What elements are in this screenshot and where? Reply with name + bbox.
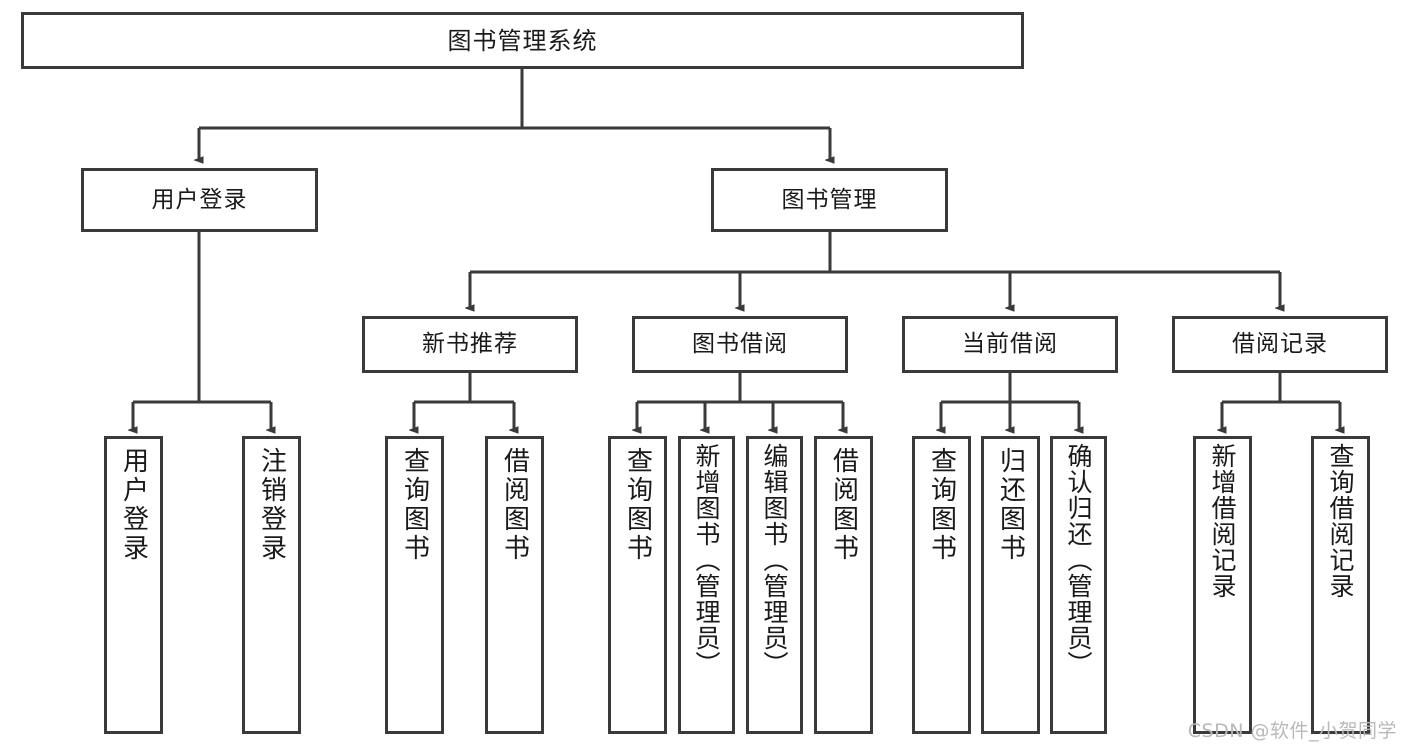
node-user-login[interactable]: 用户登录 <box>81 168 318 232</box>
leaf-query-book-recommend[interactable]: 查询图书 <box>385 436 444 734</box>
node-current-borrow[interactable]: 当前借阅 <box>902 316 1118 373</box>
node-label: 确认归还（管理员） <box>1064 443 1093 677</box>
leaf-edit-book-admin[interactable]: 编辑图书（管理员） <box>746 436 803 734</box>
node-label: 用户登录 <box>151 186 248 213</box>
leaf-return-book[interactable]: 归还图书 <box>981 436 1040 734</box>
leaf-query-book-current[interactable]: 查询图书 <box>912 436 971 734</box>
node-book-management[interactable]: 图书管理 <box>711 168 948 232</box>
node-book-borrow[interactable]: 图书借阅 <box>632 316 848 373</box>
node-label: 归还图书 <box>995 447 1026 563</box>
node-label: 图书管理系统 <box>447 26 598 55</box>
node-borrow-record[interactable]: 借阅记录 <box>1172 316 1388 373</box>
node-label: 查询图书 <box>926 447 957 563</box>
node-label: 查询图书 <box>622 447 653 563</box>
node-label: 借阅图书 <box>828 447 859 563</box>
leaf-confirm-return-admin[interactable]: 确认归还（管理员） <box>1050 436 1107 734</box>
node-root-system[interactable]: 图书管理系统 <box>21 12 1024 69</box>
node-label: 用户登录 <box>118 447 149 563</box>
leaf-add-borrow-record[interactable]: 新增借阅记录 <box>1193 436 1252 734</box>
node-label: 注销登录 <box>256 447 287 563</box>
node-label: 新书推荐 <box>422 331 518 358</box>
csdn-watermark: CSDN @软件_小贺同学 <box>1187 720 1397 742</box>
leaf-borrow-book[interactable]: 借阅图书 <box>814 436 873 734</box>
leaf-add-book-admin[interactable]: 新增图书（管理员） <box>678 436 735 734</box>
node-label: 借阅图书 <box>499 447 530 563</box>
node-label: 当前借阅 <box>962 331 1058 358</box>
node-label: 借阅记录 <box>1232 331 1328 358</box>
leaf-user-login[interactable]: 用户登录 <box>104 436 163 734</box>
node-label: 查询图书 <box>399 447 430 563</box>
node-label: 图书管理 <box>781 186 878 213</box>
node-label: 新增借阅记录 <box>1208 443 1237 599</box>
leaf-borrow-book-recommend[interactable]: 借阅图书 <box>485 436 544 734</box>
node-label: 查询借阅记录 <box>1326 443 1355 599</box>
node-new-book-recommend[interactable]: 新书推荐 <box>362 316 578 373</box>
node-label: 图书借阅 <box>692 331 788 358</box>
node-label: 新增图书（管理员） <box>692 443 721 677</box>
leaf-user-logout[interactable]: 注销登录 <box>242 436 301 734</box>
node-label: 编辑图书（管理员） <box>760 443 789 677</box>
leaf-query-book-borrow[interactable]: 查询图书 <box>608 436 667 734</box>
leaf-query-borrow-record[interactable]: 查询借阅记录 <box>1311 436 1370 734</box>
